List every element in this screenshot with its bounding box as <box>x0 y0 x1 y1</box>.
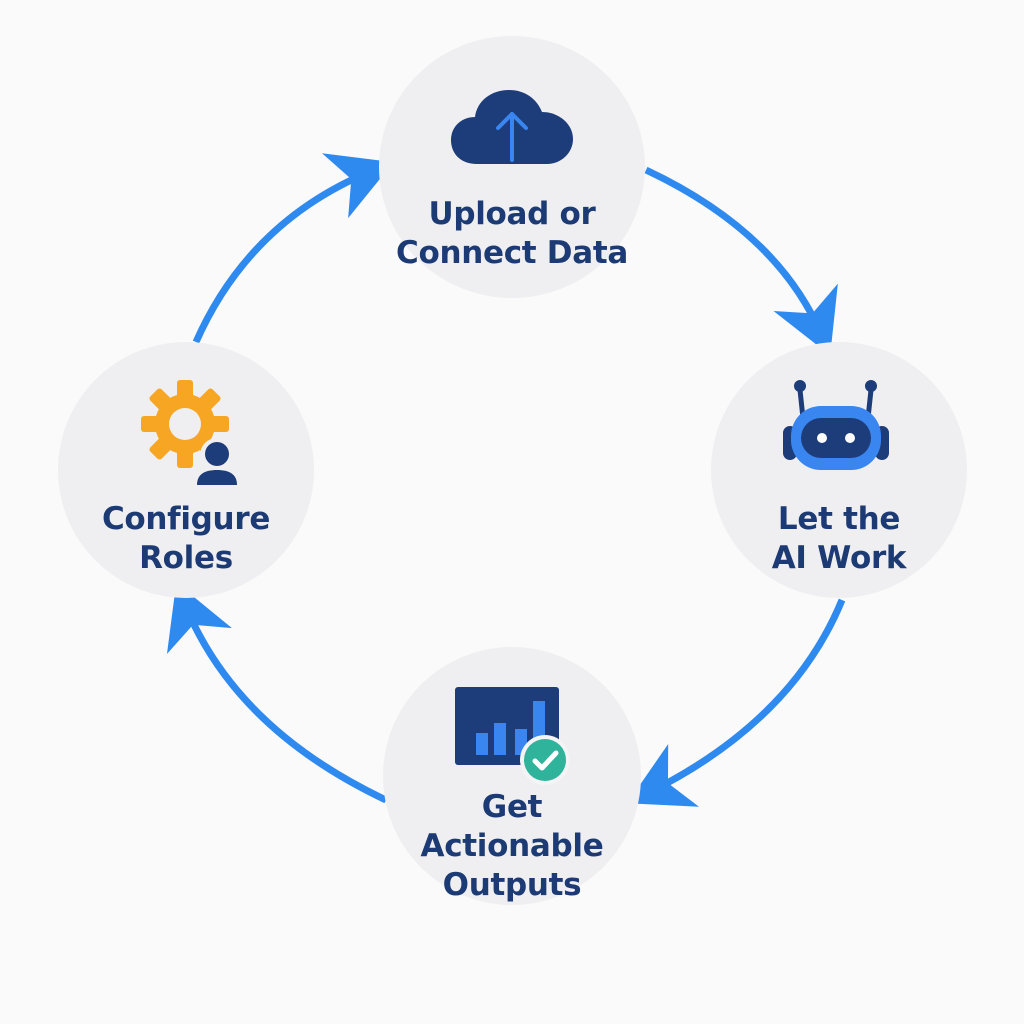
chart-check-icon <box>455 687 570 785</box>
step-configure-roles: Configure Roles <box>58 342 314 598</box>
arrow-outputs-to-roles <box>166 582 388 804</box>
robot-icon <box>783 380 889 470</box>
arrow-upload-to-ai <box>644 166 838 356</box>
step-label-line: Let the <box>777 501 901 537</box>
step-label-line: Upload or <box>428 196 596 232</box>
arrow-roles-to-upload <box>192 153 394 344</box>
step-upload-connect-data: Upload or Connect Data <box>379 36 645 298</box>
step-label-line: Get <box>481 789 543 825</box>
step-get-actionable-outputs: Get Actionable Outputs <box>383 647 641 905</box>
step-label-line: Connect Data <box>396 235 628 271</box>
step-label: Configure Roles <box>58 500 314 578</box>
arrow-ai-to-outputs <box>627 598 846 807</box>
step-label: Get Actionable Outputs <box>383 788 641 905</box>
gear-user-icon <box>141 380 237 486</box>
step-label: Upload or Connect Data <box>379 195 645 273</box>
step-label-line: Outputs <box>442 867 582 903</box>
step-label-line: Roles <box>139 540 233 576</box>
step-label-line: AI Work <box>771 540 907 576</box>
step-let-ai-work: Let the AI Work <box>711 342 967 598</box>
step-label: Let the AI Work <box>711 500 967 578</box>
step-label-line: Actionable <box>420 828 604 864</box>
step-label-line: Configure <box>101 501 271 537</box>
cloud-upload-icon <box>451 90 573 164</box>
